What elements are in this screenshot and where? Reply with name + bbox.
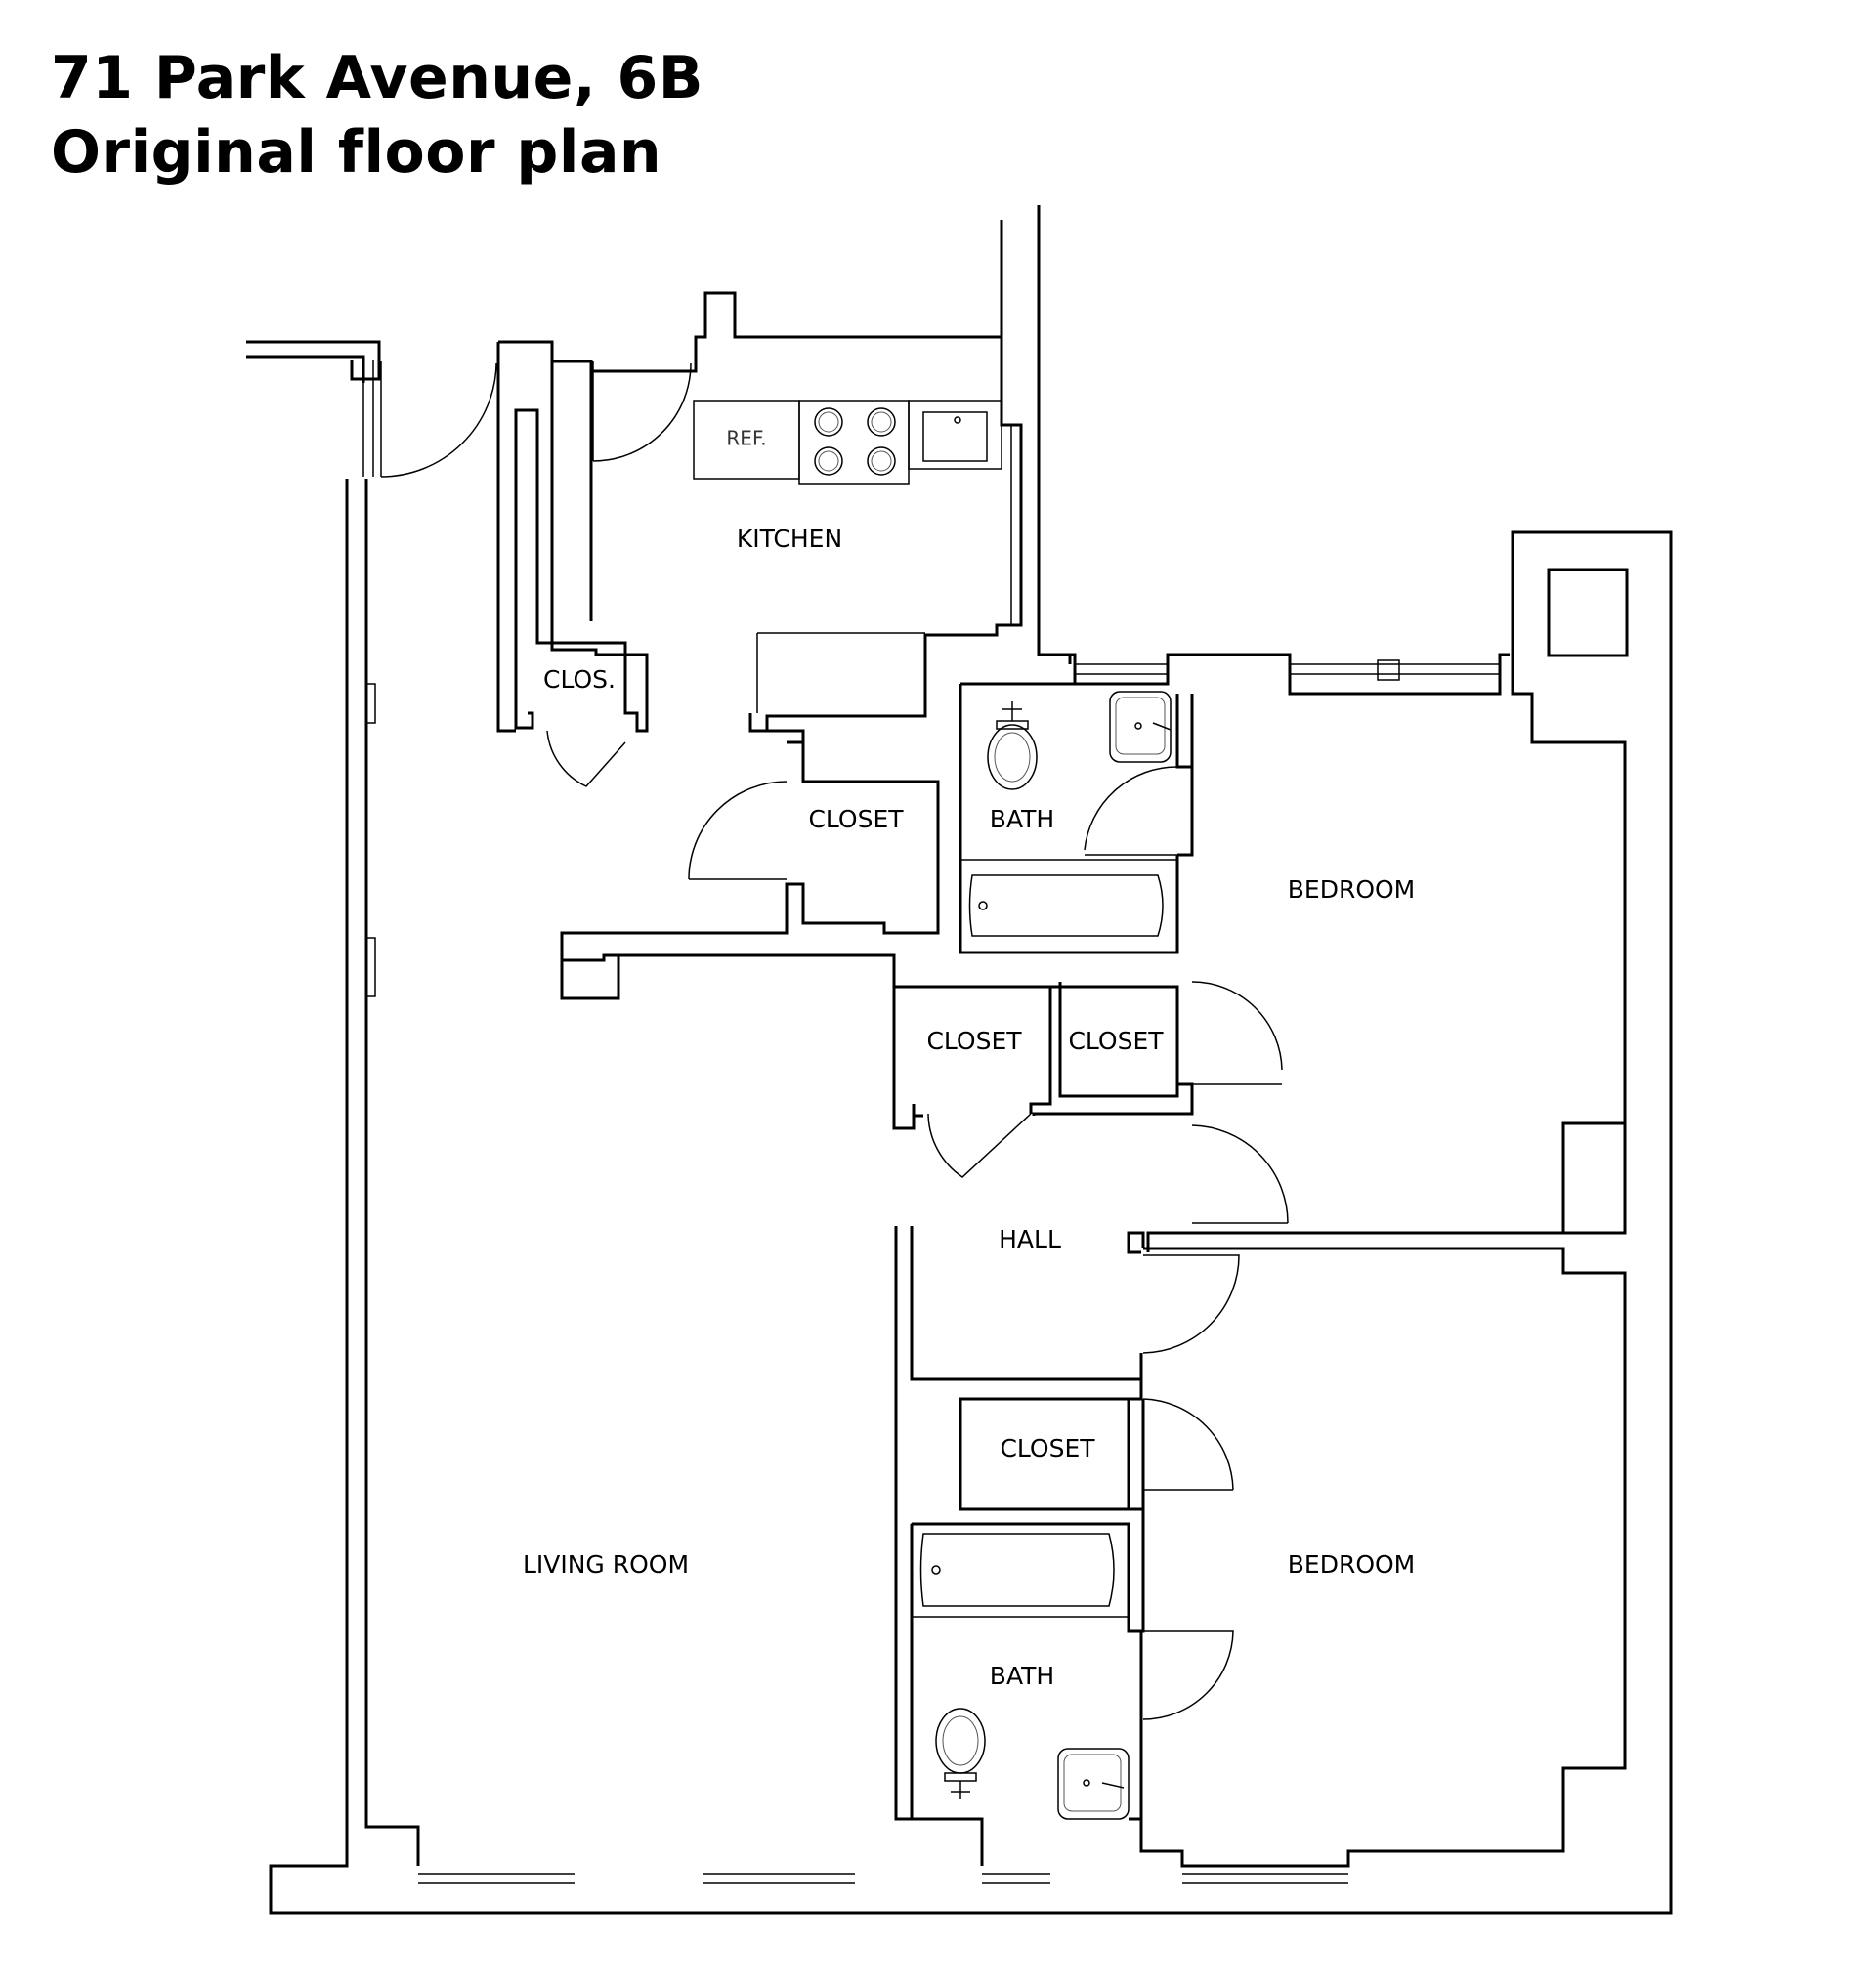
door-closet-left: [927, 1113, 1032, 1178]
wall-ne-tower: [1511, 532, 1627, 1235]
wall-entry-top: [246, 340, 381, 381]
tub-bottom-drain: [931, 1565, 941, 1575]
toilet-bottom-tank: [944, 1772, 977, 1799]
page-subtitle: Original floor plan: [51, 118, 662, 187]
label-hall-closet-left: CLOSET: [926, 1027, 1022, 1055]
window-bath-top: [1075, 663, 1168, 675]
door-bath-bottom: [1142, 1630, 1234, 1720]
tub-top: [959, 859, 1178, 953]
wall-hall-closet-right: [1032, 982, 1194, 1116]
burner-3: [814, 446, 843, 476]
window-entry: [362, 360, 374, 477]
wall-west-inner: [364, 479, 420, 1866]
ne-shaft-box: [1547, 568, 1629, 657]
exterior-walls: [246, 205, 1673, 1915]
window-bedroom-bottom: [1182, 1873, 1348, 1884]
wall-east-bedroom-bottom: [1143, 1247, 1627, 1868]
window-living-1: [418, 1873, 575, 1884]
burner-1-inner: [818, 411, 839, 433]
toilet-top-tank: [996, 701, 1029, 730]
window-bedroom-top: [1290, 663, 1500, 675]
label-hall: HALL: [999, 1225, 1061, 1253]
tub-bottom-basin: [919, 1533, 1115, 1607]
label-bath-top: BATH: [990, 805, 1054, 833]
burner-1: [814, 407, 843, 437]
label-hall-closet-right: CLOSET: [1068, 1027, 1164, 1055]
kitchen-sink-counter: [908, 400, 1002, 470]
tub-top-basin: [968, 874, 1164, 937]
wall-kitchen-north: [552, 220, 1003, 373]
wall-kitchen-closet: [560, 729, 940, 1130]
windows: [362, 360, 1500, 1884]
sink-bottom-basin: [1063, 1754, 1122, 1812]
wall-column-left: [496, 342, 516, 733]
toilet-bottom-bowl-inner: [942, 1715, 979, 1766]
wall-kitchen-east-shaft: [1037, 205, 1072, 664]
wall-closet-pair-divider: [1050, 985, 1179, 1094]
burner-3-inner: [818, 450, 839, 472]
burner-4: [867, 446, 896, 476]
door-kitchen: [592, 361, 692, 462]
door-bedroom-bottom: [1142, 1254, 1240, 1354]
title-block: 71 Park Avenue, 6B Original floor plan: [51, 41, 704, 190]
door-entry: [380, 361, 497, 478]
sink-bottom-faucet: [1101, 1782, 1125, 1789]
burner-2: [867, 407, 896, 437]
toilet-top-bowl: [987, 724, 1038, 790]
window-kitchen-east: [1010, 425, 1022, 625]
doors: [380, 361, 1289, 1720]
wall-kitchen-closet-left: [787, 731, 805, 782]
kitchen-sink: [922, 411, 988, 462]
interior-walls: [560, 682, 1194, 1866]
wall-hall-west: [894, 1226, 984, 1866]
page-title: 71 Park Avenue, 6B: [51, 44, 704, 112]
sink-bottom-drain: [1083, 1779, 1090, 1787]
tub-top-drain: [978, 901, 988, 910]
sink-top-faucet: [1152, 722, 1172, 731]
burner-2-inner: [871, 411, 892, 433]
label-bedroom-closet: CLOSET: [1000, 1434, 1095, 1462]
label-bedroom-bottom: BEDROOM: [1288, 1550, 1416, 1579]
wall-hall-closets: [892, 985, 1052, 1128]
door-clos: [546, 730, 626, 787]
tub-bottom: [911, 1523, 1130, 1618]
wall-bath-top-sink-wall: [1175, 694, 1192, 769]
window-bedroom-top-mullion: [1377, 659, 1400, 681]
wall-living-step: [560, 933, 620, 1000]
sink-bottom: [1057, 1748, 1130, 1820]
wall-bath-top-right: [1177, 694, 1194, 857]
label-kitchen: KITCHEN: [737, 525, 842, 553]
door-closet-right: [1191, 981, 1283, 1085]
sink-top: [1109, 691, 1172, 763]
wall-hall-south: [1127, 1231, 1145, 1379]
label-bath-bottom: BATH: [990, 1662, 1054, 1690]
label-bedroom-top: BEDROOM: [1288, 875, 1416, 904]
sink-top-drain: [1134, 722, 1142, 730]
door-bedroom-top: [1191, 1124, 1289, 1224]
wall-entry-top-inner: [246, 355, 365, 383]
window-living-2: [704, 1873, 855, 1884]
room-labels: KITCHEN REF. CLOS. CLOSET BATH BEDROOM C…: [523, 427, 1415, 1691]
label-living-room: LIVING ROOM: [523, 1550, 689, 1579]
kitchen-drain: [954, 416, 961, 424]
toilet-top-bowl-inner: [994, 732, 1031, 783]
wall-bedroom-bottom-west: [1129, 1399, 1145, 1853]
door-kitchen-closet: [688, 781, 788, 880]
door-bath-top: [1084, 766, 1178, 856]
label-kitchen-closet: CLOSET: [808, 805, 904, 833]
wall-east-bedroom-top: [1146, 742, 1627, 1252]
wall-entry-column: [498, 340, 649, 733]
sink-top-basin: [1115, 697, 1166, 755]
burner-4-inner: [871, 450, 892, 472]
label-clos: CLOS.: [543, 665, 616, 694]
fixtures: [693, 400, 1178, 1820]
wall-west-pilaster: [366, 683, 376, 997]
door-bedroom-closet: [1142, 1398, 1234, 1491]
label-refrigerator: REF.: [726, 427, 766, 450]
window-bath-bottom: [982, 1873, 1050, 1884]
